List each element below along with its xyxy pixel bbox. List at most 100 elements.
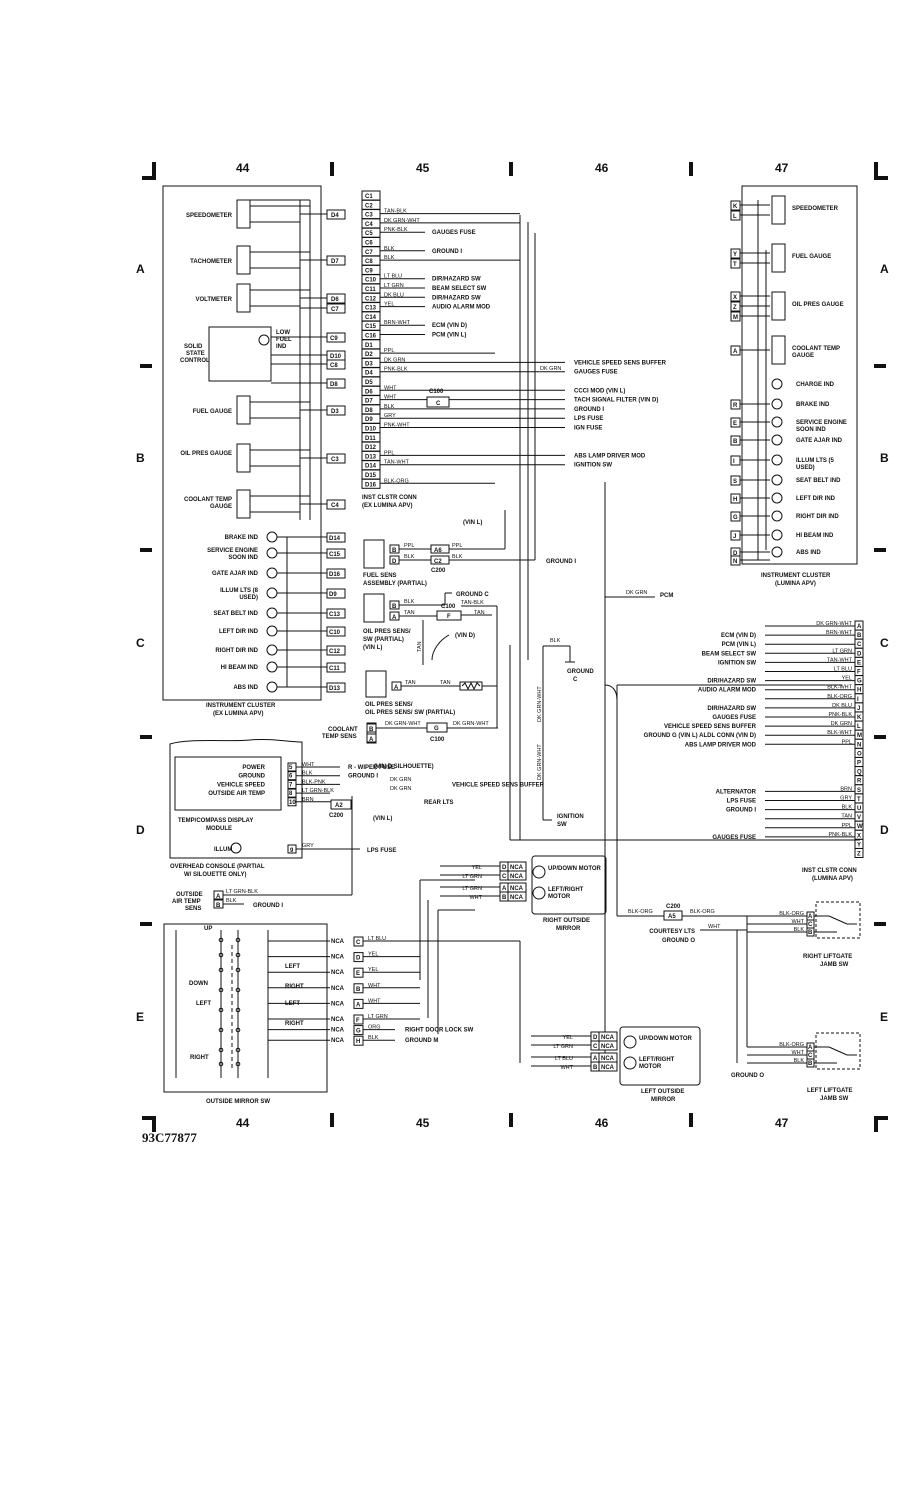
nca-label: NCA xyxy=(331,939,345,945)
wire-color-label: WHT xyxy=(469,895,482,901)
row-label-left: C xyxy=(136,636,145,650)
nca-box xyxy=(507,870,527,881)
svg-text:DK GRN-WHT: DK GRN-WHT xyxy=(453,721,489,727)
connector-pin-label: D10 xyxy=(365,427,377,433)
gauge-label: SPEEDOMETER xyxy=(186,213,233,219)
connector-pin-label: P xyxy=(857,761,861,767)
pin-label: D4 xyxy=(331,213,339,219)
pin-number: 6 xyxy=(289,774,293,780)
svg-text:OVERHEAD CONSOLE (PARTIAL: OVERHEAD CONSOLE (PARTIAL xyxy=(170,864,265,870)
connector-pin-label: C7 xyxy=(365,250,373,256)
gauge-symbol xyxy=(236,283,251,313)
wire-destination: ECM (VIN D) xyxy=(432,323,467,329)
wire-color-label: GRY xyxy=(840,796,852,802)
pin-box xyxy=(326,548,346,559)
nca-label: NCA xyxy=(510,874,524,880)
wire-color-label: PNK-WHT xyxy=(384,423,410,429)
wire-destination: GAUGES FUSE xyxy=(574,370,618,376)
connector-pin-label: D xyxy=(857,651,862,657)
svg-text:PPL: PPL xyxy=(404,543,414,549)
row-label-left: B xyxy=(136,451,145,465)
nca-label: NCA xyxy=(510,886,524,892)
switch-label: RIGHT xyxy=(190,1055,209,1061)
svg-text:DK GRN: DK GRN xyxy=(390,786,411,792)
connector-pin-label: C3 xyxy=(365,213,373,219)
connector-pin-label: D12 xyxy=(365,445,377,451)
wire-destination: ALTERNATOR xyxy=(716,789,757,795)
connector-pin-label: C15 xyxy=(365,324,377,330)
motor-symbol xyxy=(532,886,546,900)
switch-contact xyxy=(218,937,224,943)
wire-color-label: YEL xyxy=(368,952,378,958)
solid-state-label: SOLID xyxy=(184,344,203,350)
connector-pin-label: Y xyxy=(857,842,861,848)
pin-label: E xyxy=(356,971,360,977)
connector-pin-label: C4 xyxy=(365,222,373,228)
indicator-lamp xyxy=(266,531,278,543)
connector-pin-label: W xyxy=(857,824,863,830)
connector-pin-label: Q xyxy=(857,770,862,776)
svg-text:BLK: BLK xyxy=(550,638,561,644)
nca-label: NCA xyxy=(601,1035,615,1041)
row-label-left: A xyxy=(136,262,145,276)
wire-color-label: LT GRN-BLK xyxy=(302,788,334,794)
gauge-symbol xyxy=(236,443,251,473)
gauge-symbol xyxy=(236,245,251,275)
svg-text:OUTSIDE: OUTSIDE xyxy=(176,892,203,898)
indicator-label: SERVICE ENGINE xyxy=(207,548,258,554)
svg-text:A6: A6 xyxy=(434,548,442,554)
svg-text:GRY: GRY xyxy=(302,843,314,849)
svg-text:(LUMINA APV): (LUMINA APV) xyxy=(775,581,816,587)
switch-contact xyxy=(235,1061,241,1067)
svg-text:(LUMINA APV): (LUMINA APV) xyxy=(812,876,853,882)
wire-destination: GAUGES FUSE xyxy=(712,835,756,841)
indicator-lamp xyxy=(266,661,278,673)
connector-pin-label: S xyxy=(857,788,861,794)
switch-contact xyxy=(235,952,241,958)
pin-label: C xyxy=(808,922,813,928)
wire-destination: BEAM SELECT SW xyxy=(702,651,757,657)
pin-label: S xyxy=(733,479,737,485)
wire-destination: PCM (VIN L) xyxy=(722,642,756,648)
indicator-lamp xyxy=(266,625,278,637)
pin-label: A xyxy=(356,1002,361,1008)
oil-pres-sw-vin-d: A TAN TAN OIL PRES SENS/ OIL PRES SENS/ … xyxy=(365,670,497,716)
wire-color-label: DK GRN-WHT xyxy=(816,621,852,627)
wire-color-label: LT GRN xyxy=(462,874,482,880)
svg-text:DK GRN: DK GRN xyxy=(540,366,561,372)
pin-label: C12 xyxy=(329,649,341,655)
pin-label: D7 xyxy=(331,259,339,265)
svg-text:JAMB SW: JAMB SW xyxy=(820,1096,849,1102)
switch-blade xyxy=(828,1046,848,1056)
wire-destination: GROUND I xyxy=(726,808,756,814)
wire-destination: VEHICLE SPEED SENS BUFFER xyxy=(452,782,545,788)
svg-text:TEMP SENS: TEMP SENS xyxy=(322,734,357,740)
wire-color-label: WHT xyxy=(708,924,721,930)
pin-label: C9 xyxy=(330,336,338,342)
wire-color-label: WHT xyxy=(560,1065,573,1071)
nca-label: NCA xyxy=(331,955,345,961)
connector-pin-label: C13 xyxy=(365,306,377,312)
svg-text:LEFT LIFTGATE: LEFT LIFTGATE xyxy=(807,1088,853,1094)
pin-label: G xyxy=(356,1029,361,1035)
wire-color-label: YEL xyxy=(842,676,852,682)
svg-text:C2: C2 xyxy=(434,559,442,565)
connector-pin-label: V xyxy=(857,815,861,821)
connector-pin-label: N xyxy=(857,742,861,748)
connector-pin-label: D8 xyxy=(365,408,373,414)
svg-text:JAMB SW: JAMB SW xyxy=(820,962,849,968)
indicator-label: ABS IND xyxy=(796,550,821,556)
col-label-top: 47 xyxy=(775,161,789,175)
svg-text:C100: C100 xyxy=(429,389,444,395)
outside-air-temp-sens: OUTSIDE AIR TEMP SENS A B LT GRN-BLK BLK… xyxy=(172,796,353,912)
switch-label: DOWN xyxy=(189,981,208,987)
switch-contact xyxy=(218,1047,224,1053)
indicator-label: USED) xyxy=(796,465,815,471)
wire-color-label: PNK-BLK xyxy=(828,712,852,718)
wire-color-label: LT GRN xyxy=(368,1014,388,1020)
pin-label: C11 xyxy=(329,666,340,672)
